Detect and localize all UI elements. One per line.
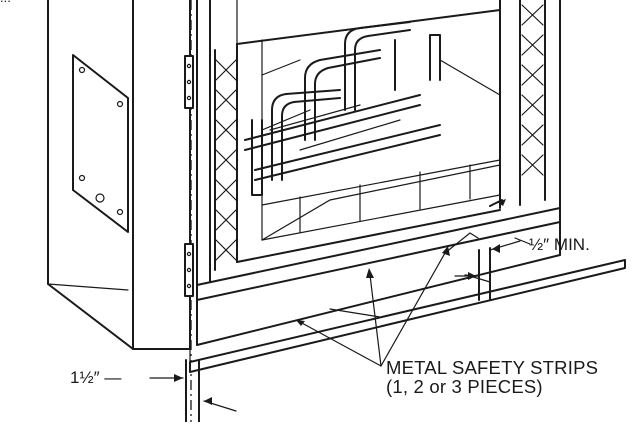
front-face-frame (189, 0, 561, 422)
firebrick-lines (261, 59, 501, 241)
side-access-panel (72, 54, 129, 233)
safety-strips-callout: METAL SAFETY STRIPS (1, 2 or 3 PIECES) (386, 358, 598, 397)
safety-strips-title: METAL SAFETY STRIPS (386, 357, 599, 378)
hinge-lower (184, 243, 194, 297)
log-grate (244, 21, 441, 196)
side-clearance-marker (149, 359, 237, 423)
metal-safety-strip (189, 259, 626, 373)
top-text-fragment: ... (0, 0, 11, 5)
safety-strips-note: (1, 2 or 3 PIECES) (386, 376, 543, 398)
hearth-base (196, 221, 561, 346)
hinge-upper (184, 55, 194, 109)
left-screen-mesh (215, 59, 237, 261)
strip-leader-lines (299, 232, 479, 367)
min-clearance-label: ½″ MIN. (529, 235, 590, 254)
cabinet-side-wall (47, 0, 191, 350)
side-clearance-label: 1½″ — (70, 368, 122, 387)
right-screen-mesh (521, 4, 544, 176)
